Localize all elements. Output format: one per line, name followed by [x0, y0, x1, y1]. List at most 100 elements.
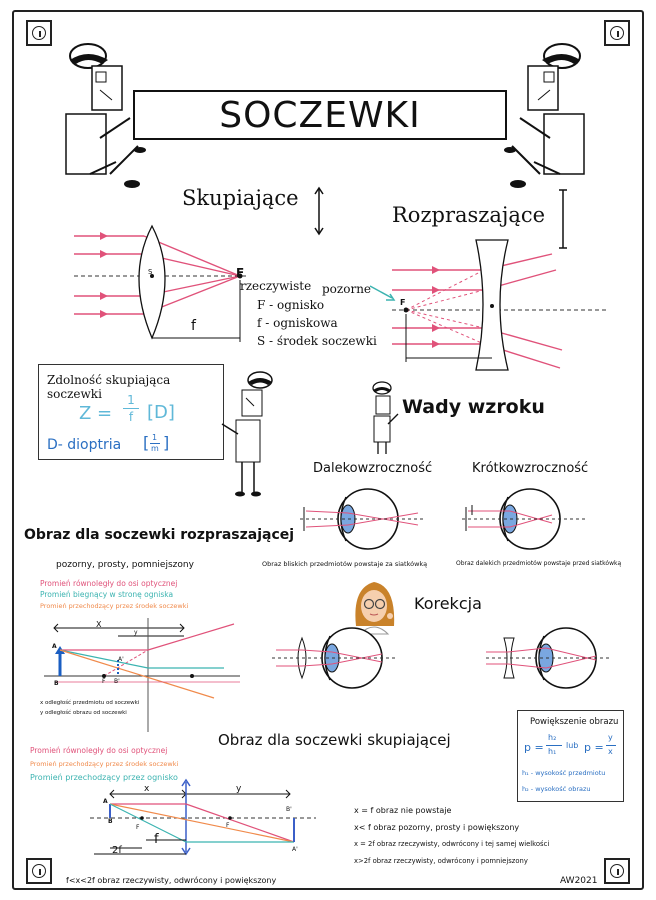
arrow-icon: [369, 285, 396, 301]
eye-icon: [486, 627, 612, 689]
heading-korekcja: Korekcja: [414, 594, 482, 613]
ray-label: Promień przechodzący przez środek soczew…: [30, 760, 179, 768]
label-F: F: [226, 822, 230, 829]
zdolnosc-formula: Z =: [79, 403, 113, 424]
dioptria-unit-num: 1: [152, 433, 158, 442]
heading-rozpraszajace: Rozpraszające: [392, 203, 546, 227]
label-f: f: [191, 318, 196, 334]
eye-icon: [272, 627, 398, 689]
formula-x: x: [608, 747, 613, 756]
character-icon: [221, 371, 273, 497]
converging-lens-diagram: [74, 224, 246, 342]
label-x: x: [144, 784, 150, 794]
label-F: F: [136, 824, 140, 831]
dioptria-bracket: ]: [163, 433, 170, 452]
formula-p: p =: [584, 741, 604, 754]
heading-rozpraszajacej: Obraz dla soczewki rozpraszającej: [24, 527, 295, 543]
fraction-den: f: [128, 410, 134, 424]
legend-S: S - środek soczewki: [257, 334, 377, 348]
label-A: A: [103, 798, 108, 805]
label-F: F: [236, 266, 245, 280]
formula-lub: lub: [566, 741, 579, 750]
corner-ornament-icon: [26, 858, 52, 884]
h2-definition: h₂ - wysokość obrazu: [522, 785, 591, 793]
label-y: y: [134, 629, 138, 636]
eye-icon: [300, 488, 426, 550]
powiekszenie-title: Powiększenie obrazu: [530, 717, 619, 727]
h1-definition: h₁ - wysokość przedmiotu: [522, 769, 606, 777]
case-text-bottom: f<x<2f obraz rzeczywisty, odwrócony i po…: [66, 876, 277, 885]
corner-ornament-icon: [26, 20, 52, 46]
label-A-prime: A': [118, 656, 124, 663]
avatar: [355, 582, 395, 635]
dioptria-bracket: [: [143, 433, 150, 452]
heading-wady-wzroku: Wady wzroku: [402, 396, 545, 418]
ray-label: Promień przechodzący przez ognisko: [30, 773, 178, 782]
converging-image-diagram: [90, 778, 316, 856]
dioptria-bar: [150, 443, 160, 444]
ray-label: Promień równoległy do osi optycznej: [40, 579, 178, 588]
case-text: x = 2f obraz rzeczywisty, odwrócony i te…: [354, 840, 550, 848]
label-rzeczywiste: rzeczywiste: [240, 279, 312, 293]
ray-label: Promień biegnący w stronę ogniska: [40, 590, 174, 599]
formula-h2: h₂: [548, 733, 557, 742]
heading-skupiajacej: Obraz dla soczewki skupiającej: [218, 731, 451, 749]
label-A: A: [52, 643, 57, 650]
fraction-bar: [606, 745, 616, 746]
formula-p: p =: [524, 741, 544, 754]
formula-h1: h₁: [548, 747, 557, 756]
subtitle-rozpraszajacej: pozorny, prosty, pomniejszony: [56, 560, 194, 570]
fraction-num: 1: [127, 393, 135, 407]
note: y odległość obrazu od soczewki: [40, 710, 127, 716]
dioptria-unit-den: m: [151, 444, 159, 453]
case-text: x = f obraz nie powstaje: [354, 806, 452, 815]
signature: AW2021: [560, 876, 598, 886]
dioptria-label: D- dioptria: [47, 437, 122, 453]
page-title: SOCZEWKI: [219, 94, 421, 136]
character-icon: [504, 43, 585, 188]
character-icon: [65, 43, 146, 188]
heading-skupiajace: Skupiające: [182, 186, 299, 210]
heading-dalekowzrocznosc: Dalekowzroczność: [313, 461, 433, 476]
fraction-bar: [546, 745, 562, 746]
legend-F: F - ognisko: [257, 298, 325, 312]
label-2f: 2f: [112, 845, 122, 856]
arrow-icon: [559, 189, 567, 249]
ray-label: Promień przechodzący przez środek soczew…: [40, 602, 189, 610]
note: x odległość przedmiotu od soczewki: [40, 700, 140, 706]
label-y: y: [236, 784, 242, 794]
corner-ornament-icon: [604, 858, 630, 884]
title-banner: SOCZEWKI: [133, 90, 507, 140]
label-F-diverging: F: [400, 298, 406, 307]
label-B: B: [54, 680, 59, 687]
zdolnosc-box: Zdolność skupiająca soczewki Z = 1 f [D]…: [38, 364, 224, 460]
character-icon: [372, 381, 399, 454]
fraction-bar: [123, 408, 139, 409]
label-pozorne: pozorne: [322, 282, 372, 296]
caption-krotkowzrocznosc: Obraz dalekich przedmiotów powstaje prze…: [456, 560, 622, 567]
label-f: f: [154, 832, 159, 847]
label-A-prime: A': [292, 846, 298, 853]
case-text: x< f obraz pozorny, prosty i powiększony: [354, 823, 520, 832]
formula-y: y: [608, 733, 613, 742]
page-frame: [12, 10, 644, 890]
diverging-lens-diagram: [392, 239, 608, 371]
powiekszenie-box: Powiększenie obrazu p = h₂ h₁ lub p = y …: [517, 710, 624, 802]
heading-krotkowzrocznosc: Krótkowzroczność: [472, 461, 589, 476]
legend-f: f - ogniskowa: [257, 316, 338, 330]
label-F: F: [102, 678, 106, 685]
label-B-prime: B': [286, 806, 292, 813]
case-text: x>2f obraz rzeczywisty, odwrócony i pomn…: [354, 857, 528, 865]
eye-icon: [462, 488, 588, 550]
arrow-icon: [314, 186, 324, 236]
label-x: X: [96, 620, 102, 629]
label-B-prime: B': [114, 678, 120, 685]
corner-ornament-icon: [604, 20, 630, 46]
zdolnosc-unit: [D]: [147, 402, 175, 423]
diverging-image-diagram: [44, 618, 240, 732]
caption-dalekowzrocznosc: Obraz bliskich przedmiotów powstaje za s…: [262, 560, 428, 568]
label-S: S: [148, 268, 153, 276]
zdolnosc-title: Zdolność skupiająca soczewki: [47, 373, 171, 401]
label-B: B: [108, 818, 113, 825]
ray-label: Promień równoległy do osi optycznej: [30, 746, 168, 755]
